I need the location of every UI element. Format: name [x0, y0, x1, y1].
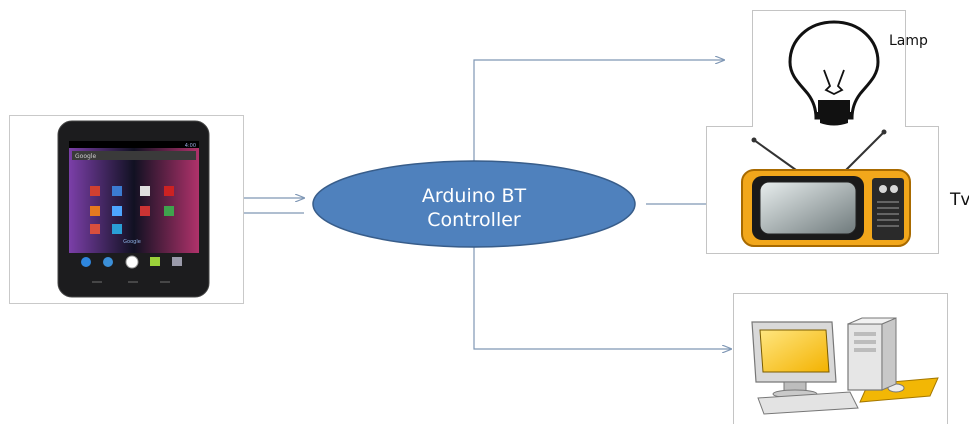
tv-image	[741, 129, 911, 247]
computer-image	[733, 293, 948, 424]
bulb-base	[818, 100, 850, 112]
phone-image: 4:00 Google Google	[9, 115, 244, 304]
phone-search-text: Google	[75, 153, 96, 160]
controller-ellipse	[312, 160, 636, 248]
tv-antenna-right	[845, 131, 885, 171]
tv-label: Tv	[949, 190, 969, 210]
lamp-label: Lamp	[889, 33, 928, 49]
controller-label-line2: Controller	[427, 209, 521, 231]
monitor-screen	[759, 329, 830, 373]
phone-app-grid	[90, 186, 174, 234]
phone-status-time: 4:00	[185, 143, 196, 149]
tv-antenna-left	[753, 139, 797, 171]
bulb-filament	[823, 69, 845, 96]
tv-screen	[759, 181, 857, 235]
phone-status-bar	[69, 141, 199, 148]
tv-panel	[872, 178, 904, 240]
phone-dock-label: Google	[123, 239, 141, 245]
controller-node: Arduino BT Controller	[312, 160, 636, 248]
controller-to-lamp-connector	[473, 60, 724, 176]
phone-search-bar	[72, 151, 196, 160]
lamp-image	[788, 20, 880, 126]
controller-label-line1: Arduino BT	[422, 185, 527, 207]
controller-to-computer-connector	[473, 228, 731, 349]
phone-dock	[81, 255, 182, 269]
keyboard	[757, 391, 859, 415]
